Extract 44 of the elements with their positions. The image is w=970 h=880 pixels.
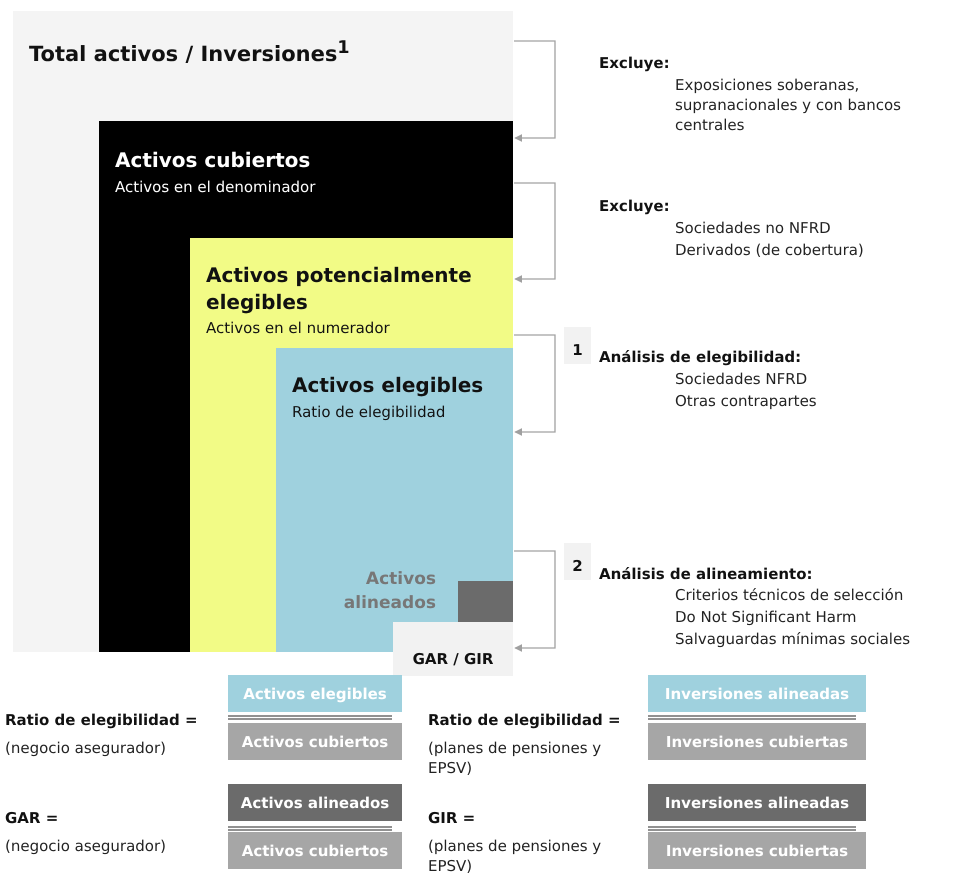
aligned-block — [458, 581, 513, 622]
term-box: Inversiones cubiertas — [648, 832, 866, 869]
annotation-heading: Excluye: — [599, 196, 670, 216]
term-box: Inversiones cubiertas — [648, 723, 866, 760]
term-box: Activos elegibles — [228, 675, 402, 712]
formula-scope: (negocio asegurador) — [5, 836, 167, 856]
formula-scope: (negocio asegurador) — [5, 738, 167, 758]
bracket-arrow — [514, 182, 556, 283]
annotation-text: Salvaguardas mínimas sociales — [675, 629, 910, 649]
area-heading: Total activos / Inversiones$^{1}$ — [29, 37, 351, 68]
formula-name: GAR = — [5, 808, 58, 828]
annotation-heading: Análisis de elegibilidad: — [599, 347, 802, 367]
term-box: Activos alineados — [228, 784, 402, 821]
formula-name: Ratio de elegibilidad = — [428, 710, 621, 730]
step-number-tag: 2 — [564, 543, 591, 580]
bracket-arrow — [514, 550, 556, 652]
term-box: Activos cubiertos — [228, 832, 402, 869]
bracket-arrow — [514, 334, 556, 436]
area-subtitle: Activos en el denominador — [115, 177, 316, 197]
bracket-arrow — [514, 40, 556, 142]
formula-scope: (planes de pensiones y EPSV) — [428, 836, 602, 876]
step-number-tag: 1 — [564, 327, 591, 364]
annotation-text: Otras contrapartes — [675, 391, 817, 411]
annotation-text: Do Not Significant Harm — [675, 607, 856, 627]
formula-scope: (planes de pensiones y EPSV) — [428, 738, 602, 778]
area-heading: Activos potencialmente elegibles — [206, 262, 473, 316]
annotation-heading: Análisis de alineamiento: — [599, 564, 813, 584]
area-label: Activos alineados — [342, 568, 436, 615]
formula-name: GIR = — [428, 808, 476, 828]
area-heading: Activos cubiertos — [115, 147, 312, 174]
term-box: Inversiones alineadas — [648, 784, 866, 821]
area-heading: Activos elegibles — [292, 372, 484, 399]
term-box: Activos cubiertos — [228, 723, 402, 760]
area-subtitle: Activos en el numerador — [206, 318, 391, 338]
term-box: Inversiones alineadas — [648, 675, 866, 712]
annotation-text: Derivados (de cobertura) — [675, 240, 864, 260]
annotation-text: Sociedades NFRD — [675, 369, 808, 389]
annotation-text: Exposiciones soberanas, supranacionales y con bancos centrales — [675, 75, 902, 135]
annotation-heading: Excluye: — [599, 53, 670, 73]
annotation-text: Sociedades no NFRD — [675, 218, 831, 238]
formula-name: Ratio de elegibilidad = — [5, 710, 198, 730]
annotation-text: Criterios técnicos de selección — [675, 585, 904, 605]
area-subtitle: Ratio de elegibilidad — [292, 402, 446, 422]
result-box: GAR / GIR — [393, 622, 513, 676]
